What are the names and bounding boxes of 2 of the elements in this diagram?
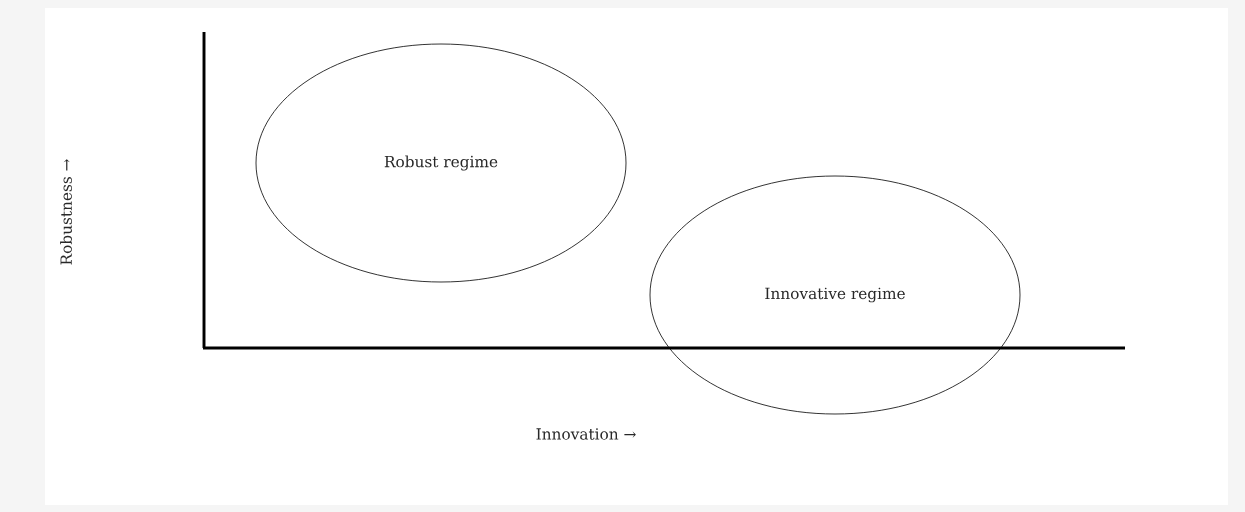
axis-label: Innovation → [536,428,636,440]
axis-label: Robustness → [60,159,72,265]
